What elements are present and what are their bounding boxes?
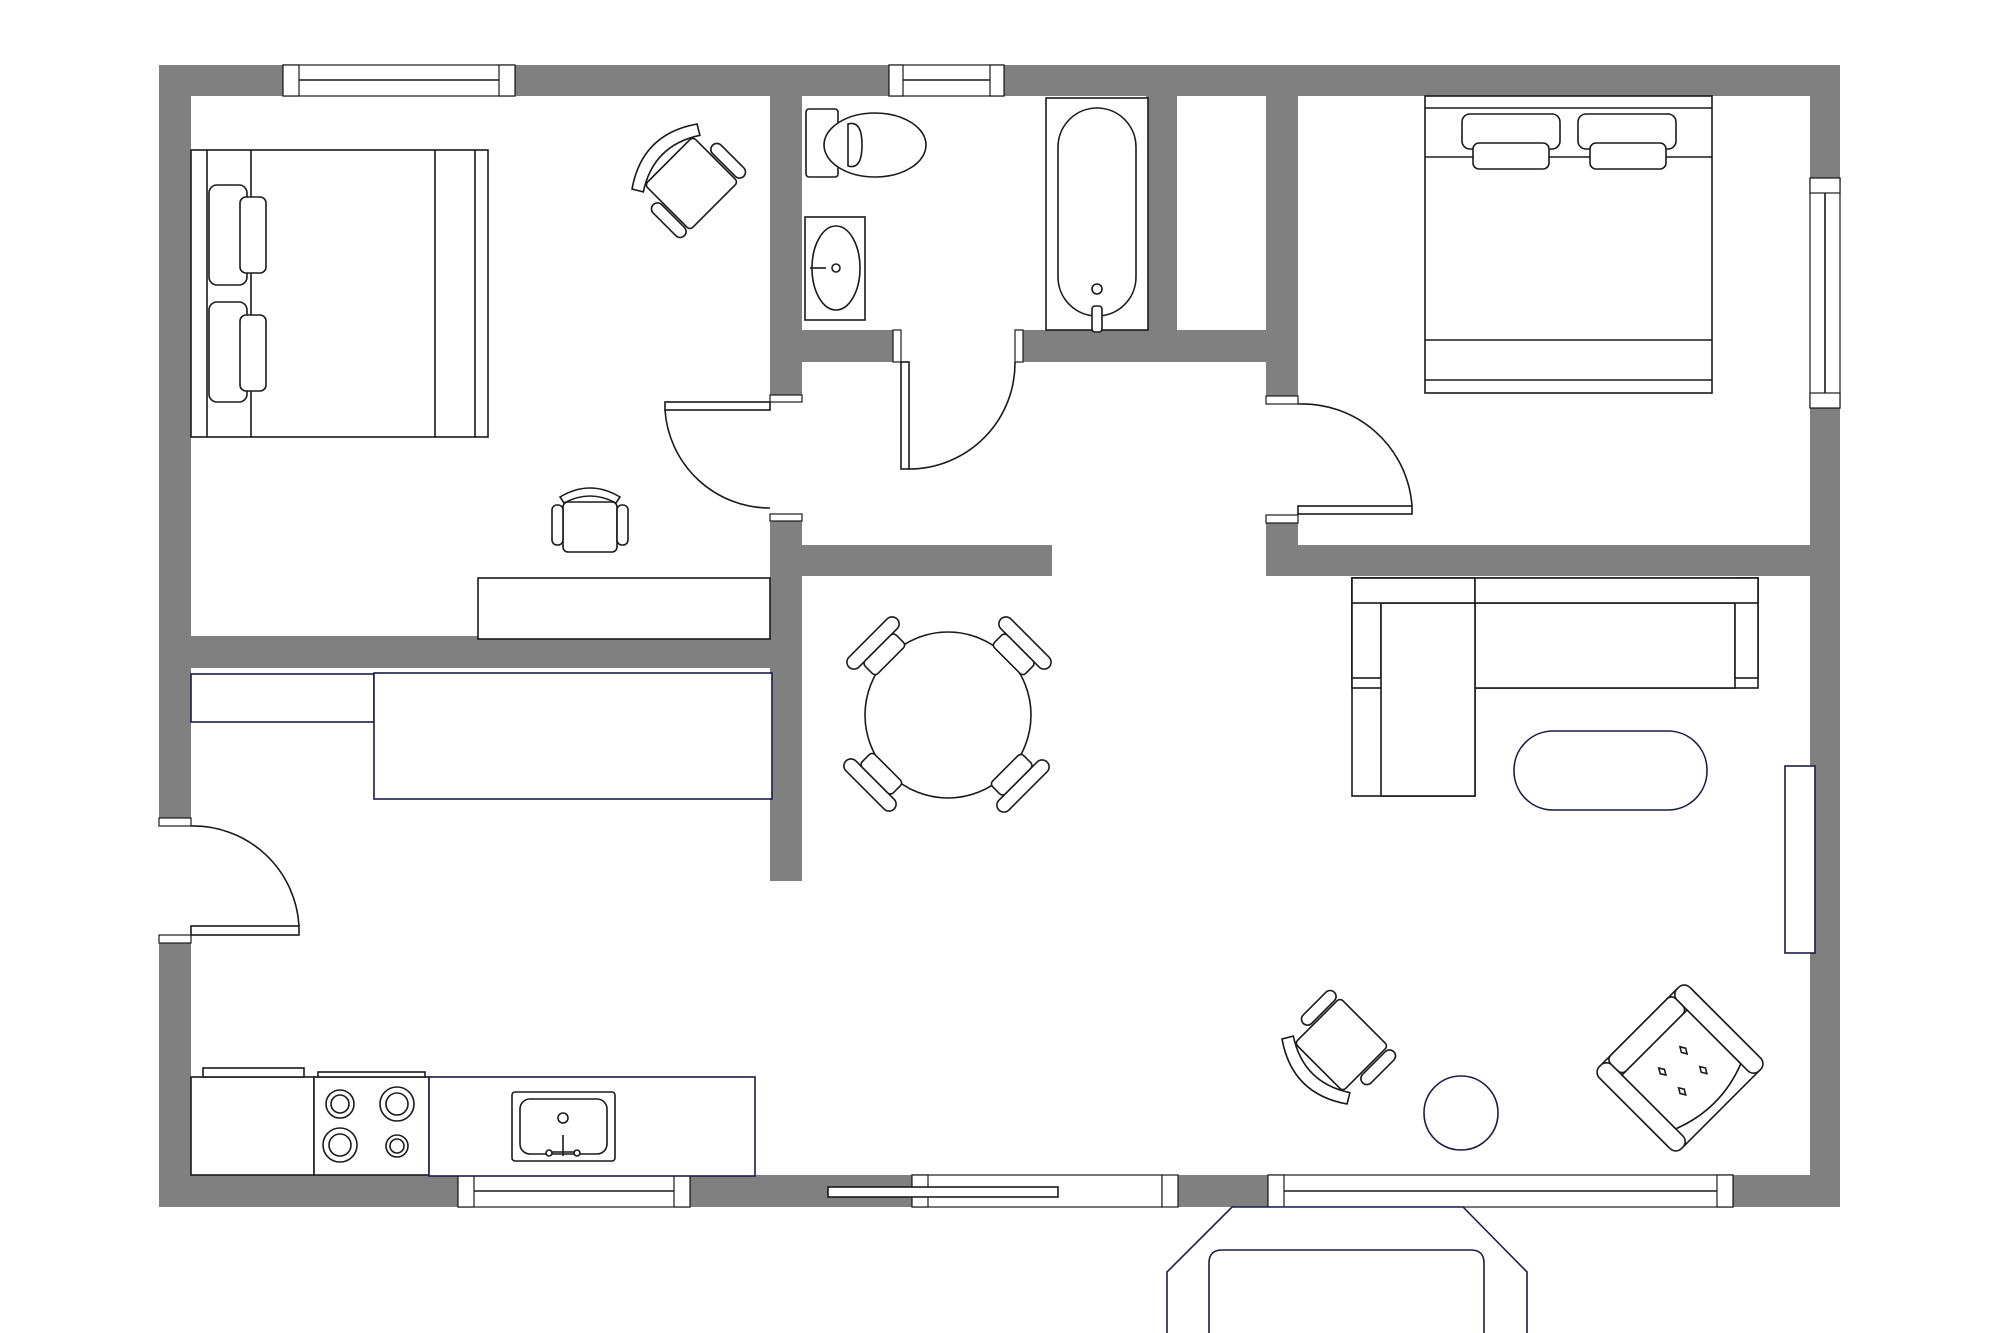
bathtub-icon — [1045, 97, 1149, 333]
dining-chair-icon — [843, 752, 903, 812]
toilet-icon — [805, 108, 927, 178]
bedroom-left — [190, 123, 771, 640]
bedroom-right — [1424, 95, 1713, 394]
storage-cabinets — [190, 672, 773, 800]
office-chair-icon — [631, 123, 747, 239]
kitchen — [190, 1067, 756, 1177]
kitchen-sink-icon — [511, 1091, 616, 1162]
cabinet-icon — [373, 672, 773, 800]
sink-icon — [804, 216, 866, 321]
window-icon — [888, 64, 1005, 97]
stove-icon — [313, 1071, 430, 1176]
office-chair-icon — [1281, 989, 1397, 1105]
porch — [1166, 1206, 1528, 1333]
sliding-door-icon — [827, 1174, 1179, 1208]
bathroom — [804, 97, 1149, 333]
coffee-table-icon — [1513, 730, 1708, 811]
wall-hall-dining — [802, 545, 1052, 576]
dining-area — [843, 616, 1052, 813]
desk-icon — [477, 577, 771, 640]
window-icon — [1267, 1174, 1734, 1208]
office-chair-icon — [551, 487, 629, 553]
door-icon — [892, 329, 1024, 470]
tv-stand-icon — [1784, 765, 1816, 954]
wall-left — [159, 65, 191, 1207]
refrigerator-icon — [190, 1067, 315, 1176]
closet — [1181, 98, 1263, 328]
wall-bath-closet — [1146, 96, 1177, 330]
wall-bedroom-right-bottom — [1266, 545, 1810, 576]
cabinet-icon — [190, 673, 375, 723]
side-table-icon — [1423, 1075, 1499, 1151]
dining-chair-icon — [846, 616, 906, 676]
window-icon — [1809, 177, 1841, 409]
bed-icon — [1424, 95, 1713, 394]
doors — [158, 329, 1413, 944]
living-room — [1281, 577, 1816, 1152]
window-icon — [457, 1174, 691, 1208]
windows — [282, 64, 1841, 1208]
bed-icon — [190, 149, 489, 438]
dining-chair-icon — [992, 616, 1052, 676]
door-icon — [1265, 395, 1413, 524]
sofa-icon — [1351, 577, 1759, 797]
dining-chair-icon — [990, 753, 1050, 813]
dining-table-icon — [864, 631, 1032, 799]
door-icon — [158, 817, 300, 944]
window-icon — [282, 64, 516, 97]
wall-hallway-top — [802, 330, 1297, 362]
door-icon — [664, 394, 803, 522]
armchair-icon — [1596, 984, 1764, 1152]
wall-bedroom-left-bottom — [191, 636, 802, 668]
